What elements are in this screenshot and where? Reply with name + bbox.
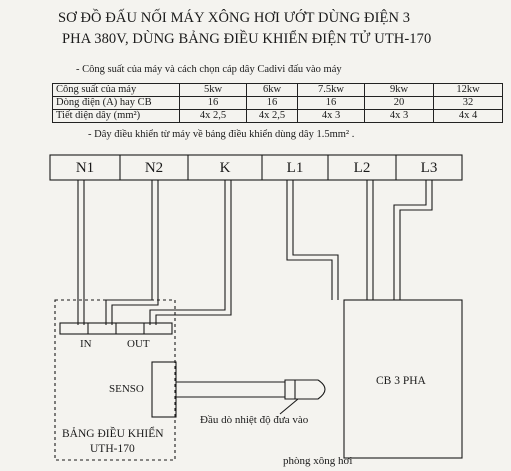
wire-k-a [149,180,226,325]
wire-l3-a [393,180,427,300]
title-line-1: SƠ ĐỒ ĐẤU NỐI MÁY XÔNG HƠI ƯỚT DÙNG ĐIỆN… [58,10,411,26]
terminal-block [49,154,463,181]
breaker-box [343,299,463,459]
breaker-label: CB 3 PHA [376,375,426,387]
wire-l1-b [292,180,339,300]
out-label: OUT [127,338,150,350]
terminal-l3: L3 [420,160,438,176]
probe-caption-line1: Đầu dò nhiệt độ đưa vào [200,414,309,426]
diagram-title: SƠ ĐỒ ĐẤU NỐI MÁY XÔNG HƠI ƯỚT DÙNG ĐIỆN… [58,8,498,50]
terminal-l2: L2 [353,160,371,176]
control-wire-note: - Dây điều khiển từ máy về bảng điều khi… [88,129,355,140]
wire-k-b [155,180,232,325]
spec-table: Công suất của máy 5kw 6kw 7.5kw 9kw 12kw… [52,83,503,123]
cable-note: - Công suất của máy và cách chọn cáp dây… [76,64,342,75]
probe-pointer [279,398,299,415]
control-board-model: UTH-170 [90,443,135,455]
temperature-probe [284,379,326,400]
table-cell: 4x 2,5 [246,109,298,123]
row-label: Tiết diện dây (mm²) [52,109,180,123]
control-board-outline [54,299,176,461]
terminal-n1: N1 [75,160,95,176]
wire-l1-a [286,180,333,300]
probe-caption-line2: phòng xông hơi [283,455,353,467]
wire-n2-b [111,180,159,325]
title-line-2: PHA 380V, DÙNG BẢNG ĐIỀU KHIỂN ĐIỆN TỬ U… [62,31,432,47]
wire-n2-a [105,180,153,325]
terminal-n2: N2 [144,160,164,176]
terminal-k: K [219,160,231,176]
table-cell: 4x 4 [433,109,503,123]
control-board-name: BẢNG ĐIỀU KHIỂN [62,428,164,440]
in-label: IN [80,338,92,350]
wire-l3-b [399,180,433,300]
terminal-l1: L1 [286,160,304,176]
sensor-connector [151,361,177,418]
table-row: Tiết diện dây (mm²) 4x 2,5 4x 2,5 4x 3 4… [52,109,503,123]
sensor-label: SENSO [109,383,144,395]
